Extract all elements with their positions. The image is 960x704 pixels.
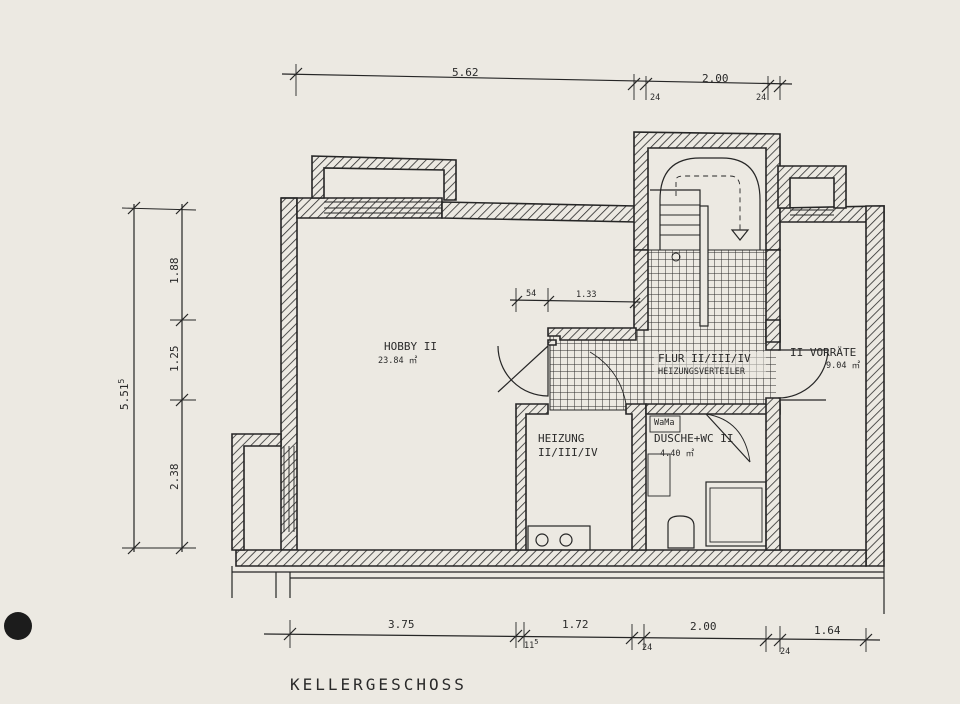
room-label-flur: FLUR II/III/IV [658,352,751,365]
dim-bottom-wall-11: 115 [524,638,538,651]
bathroom-fixtures [647,415,767,549]
room-label-hobby: HOBBY II [384,340,437,353]
room-label-heizung: HEIZUNG [538,432,584,445]
dim-bottom-3-75: 3.75 [388,618,415,631]
room-sub-flur: HEIZUNGSVERTEILER [658,367,746,377]
room-label-heizung-units: II/III/IV [538,446,598,459]
dim-bottom-1-72: 1.72 [562,618,589,631]
dimension-line-left [121,201,197,555]
room-area-dusche: 4.40 ㎡ [660,449,695,459]
dim-left-2-38: 2.38 [168,464,181,491]
dim-inner-54: 54 [526,289,536,299]
walls [231,131,885,567]
dim-bottom-2-00: 2.00 [690,620,717,633]
dim-bottom-wall-24-b: 24 [780,647,790,657]
dim-top-5-62: 5.62 [452,66,479,79]
dim-bottom-1-64: 1.64 [814,624,841,637]
dim-top-wall-24-b: 24 [756,93,766,103]
dimension-line-top [281,64,793,100]
toilet [667,515,695,549]
dim-top-2-00: 2.00 [702,72,729,85]
windows [283,201,834,532]
shower-tray [705,481,767,547]
dim-left-1-25: 1.25 [168,346,181,373]
dim-bottom-wall-24-a: 24 [642,643,652,653]
sink [647,453,671,497]
room-area-vorraete: 9.04 ㎡ [826,361,861,371]
dim-top-wall-24-a: 24 [650,93,660,103]
dimension-line-inner [509,288,641,314]
room-label-dusche: DUSCHE+WC II [654,432,733,445]
room-area-hobby: 23.84 ㎡ [378,356,418,366]
dim-left-1-88: 1.88 [168,258,181,285]
doors [497,345,829,463]
plan-title: KELLERGESCHOSS [290,675,467,694]
foundation-lines [231,566,885,614]
washing-machine-box [649,415,681,433]
punch-hole [4,612,32,640]
fixture-label-wama: WaMa [654,418,674,428]
dim-inner-1-33: 1.33 [576,290,596,300]
room-label-vorraete: II VORRÄTE [790,346,856,359]
dim-left-total: 5.515 [117,379,131,411]
boiler-units [527,525,591,551]
staircase [650,157,761,327]
dimension-line-bottom [263,620,881,652]
